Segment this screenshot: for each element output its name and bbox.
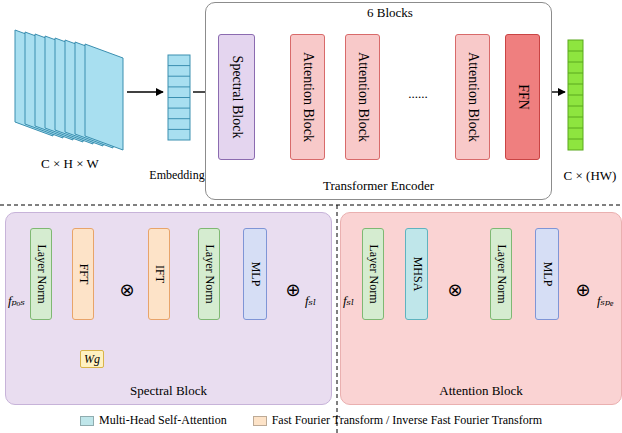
connector bbox=[136, 273, 147, 274]
node-text: IFT bbox=[152, 265, 167, 283]
ifft-box: IFT bbox=[148, 228, 170, 320]
legend-swatch bbox=[253, 416, 267, 426]
signal-name: fₛₚₑ bbox=[597, 293, 614, 309]
connector bbox=[512, 273, 534, 274]
legend-item: Multi-Head Self-Attention bbox=[80, 413, 227, 428]
connector bbox=[559, 289, 573, 290]
node-text: Transformer Encoder bbox=[206, 178, 551, 194]
node-text: ⊗ bbox=[446, 281, 464, 299]
weight-box: Wg bbox=[80, 350, 104, 368]
signal-name: fₚₒₛ bbox=[8, 293, 25, 309]
embedding-vector bbox=[168, 55, 190, 140]
add-op: ⊕ bbox=[574, 281, 592, 299]
multiply-op: ⊗ bbox=[118, 281, 136, 299]
add-op: ⊕ bbox=[284, 281, 302, 299]
legend-item: Fast Fourier Transform / Inverse Fast Fo… bbox=[253, 413, 542, 428]
signal-name: fₛₗ bbox=[343, 293, 354, 309]
spectral-panel: Spectral Block Layer Norm FFT ⊗ IFT Layer Nor… bbox=[5, 212, 332, 405]
connector bbox=[428, 289, 445, 290]
layer-norm: Layer Norm bbox=[362, 228, 384, 320]
node-text: MLP bbox=[248, 262, 263, 287]
node-text: Attention Block bbox=[465, 52, 481, 142]
node-text: Spectral Block bbox=[6, 383, 331, 399]
ffn-block: FFN bbox=[505, 34, 540, 160]
node-text: Spectral Block bbox=[229, 56, 245, 139]
node-text: MHSA bbox=[409, 257, 424, 292]
node-text: Layer Norm bbox=[366, 245, 381, 304]
divider bbox=[0, 205, 622, 433]
annotation-label: Embedding bbox=[149, 168, 204, 183]
node-text: Attention Block bbox=[355, 52, 371, 142]
multiply-op: ⊗ bbox=[446, 281, 464, 299]
fft-box: FFT bbox=[72, 228, 94, 320]
encoder-box: Transformer Encoder Spectral Block Attenti… bbox=[205, 2, 552, 200]
layer-norm: Layer Norm bbox=[490, 228, 512, 320]
signal-name: fₛₗ bbox=[305, 293, 316, 309]
connector bbox=[384, 273, 404, 274]
legend-text: Fast Fourier Transform / Inverse Fast Fo… bbox=[272, 413, 542, 428]
layer-norm: Layer Norm bbox=[198, 228, 220, 320]
layer-norm: Layer Norm bbox=[30, 228, 52, 320]
spectral-block: Spectral Block bbox=[218, 34, 255, 160]
node-text: Attention Block bbox=[300, 52, 316, 142]
attention-block: Attention Block bbox=[290, 34, 325, 160]
attention-panel: Attention Block Layer Norm MHSA ⊗ Layer Norm… bbox=[340, 212, 622, 405]
node-text: MLP bbox=[540, 262, 555, 287]
mhsa-box: MHSA bbox=[405, 228, 428, 320]
annotation-label: 6 Blocks bbox=[367, 5, 413, 21]
feature-stack bbox=[15, 30, 123, 150]
node-text: FFT bbox=[76, 264, 91, 285]
connector bbox=[464, 273, 489, 274]
attention-block: Attention Block bbox=[345, 34, 380, 160]
mlp-box: MLP bbox=[535, 228, 559, 320]
connector bbox=[52, 273, 71, 274]
node-text: ⊕ bbox=[574, 281, 592, 299]
annotation-label: ...... bbox=[408, 86, 428, 102]
legend: Multi-Head Self-Attention Fast Fourier Tr… bbox=[0, 413, 622, 428]
legend-swatch bbox=[80, 416, 94, 426]
skip-lines bbox=[8, 217, 619, 290]
connector bbox=[464, 217, 583, 290]
annotation-label: C × H × W bbox=[41, 156, 99, 172]
node-text: Wg bbox=[84, 352, 100, 367]
connector bbox=[104, 298, 127, 359]
node-text: ⊗ bbox=[118, 281, 136, 299]
annotation-label: C × (HW) bbox=[564, 168, 617, 184]
mlp-box: MLP bbox=[243, 228, 267, 320]
node-text: ⊕ bbox=[284, 281, 302, 299]
attention-block: Attention Block bbox=[455, 34, 490, 160]
node-text: Layer Norm bbox=[202, 245, 217, 304]
output-bar bbox=[568, 40, 583, 150]
node-text: Layer Norm bbox=[494, 245, 509, 304]
connector bbox=[220, 273, 242, 274]
node-text: FFN bbox=[515, 84, 531, 110]
connector bbox=[170, 273, 197, 274]
node-text: Attention Block bbox=[341, 383, 621, 399]
connector bbox=[267, 289, 283, 290]
legend-text: Multi-Head Self-Attention bbox=[99, 413, 227, 428]
connector bbox=[94, 289, 117, 290]
node-text: Layer Norm bbox=[34, 245, 49, 304]
